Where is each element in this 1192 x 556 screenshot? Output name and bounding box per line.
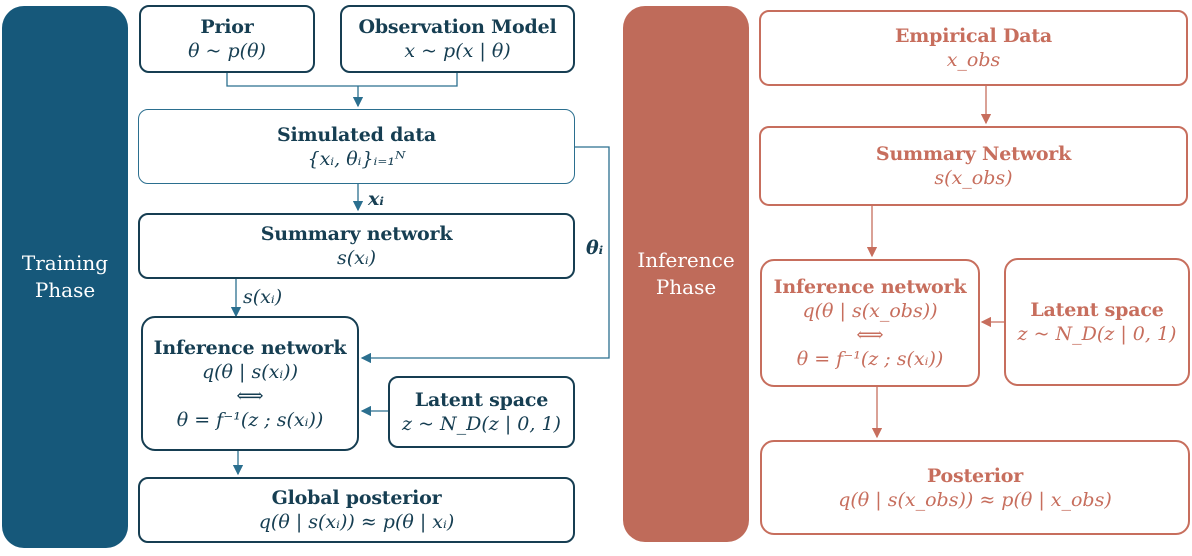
observation-model-box: Observation Model x ~ p(x | θ)	[340, 5, 575, 73]
global-posterior-math: q(θ | s(xᵢ)) ≈ p(θ | xᵢ)	[258, 511, 455, 533]
observation-model-math: x ~ p(x | θ)	[404, 40, 511, 62]
posterior-title: Posterior	[926, 464, 1024, 487]
empirical-data-box: Empirical Data x_obs	[759, 10, 1188, 86]
inference-network-equiv: ⟺	[236, 384, 264, 407]
observation-model-title: Observation Model	[358, 16, 557, 38]
inference-network-inf-line1: q(θ | s(x_obs))	[802, 300, 938, 322]
summary-network-inf-title: Summary Network	[875, 143, 1072, 165]
edge-theta-loop	[360, 146, 610, 364]
inference-network-box: Inference network q(θ | s(xᵢ)) ⟺ θ = f⁻¹…	[141, 316, 359, 451]
prior-box: Prior θ ~ p(θ)	[139, 5, 315, 73]
prior-title: Prior	[200, 16, 254, 38]
inference-network-inf-equiv: ⟺	[856, 324, 884, 346]
edge-label-x-i: xᵢ	[368, 188, 384, 210]
simulated-data-box: Simulated data {xᵢ, θᵢ}ᵢ₌₁ᴺ	[138, 109, 575, 184]
inference-network-line3: θ = f⁻¹(z ; s(xᵢ))	[176, 408, 324, 431]
inference-network-inf-title: Inference network	[773, 276, 967, 298]
simulated-data-math: {xᵢ, θᵢ}ᵢ₌₁ᴺ	[307, 147, 406, 170]
simulated-data-title: Simulated data	[276, 123, 437, 146]
edge-prior-merge	[226, 73, 458, 87]
training-phase-bar: Training Phase	[2, 6, 128, 548]
global-posterior-title: Global posterior	[271, 487, 442, 509]
summary-network-inf-math: s(x_obs)	[934, 167, 1013, 189]
inference-phase-bar: Inference Phase	[623, 6, 749, 542]
summary-network-box: Summary network s(xᵢ)	[138, 213, 575, 279]
latent-space-math: z ~ N_D(z | 0, 1)	[402, 413, 561, 435]
edge-label-theta-i: θᵢ	[586, 237, 604, 259]
latent-space-inf-title: Latent space	[1030, 299, 1164, 321]
empirical-data-math: x_obs	[946, 49, 1001, 71]
posterior-box: Posterior q(θ | s(x_obs)) ≈ p(θ | x_obs)	[760, 440, 1190, 535]
inference-network-line1: q(θ | s(xᵢ))	[201, 360, 299, 383]
latent-space-title: Latent space	[414, 389, 549, 411]
latent-space-inf-box: Latent space z ~ N_D(z | 0, 1)	[1004, 258, 1190, 386]
inference-network-inf-box: Inference network q(θ | s(x_obs)) ⟺ θ = …	[760, 259, 980, 387]
edge-label-s-x-i: s(xᵢ)	[243, 286, 283, 308]
global-posterior-box: Global posterior q(θ | s(xᵢ)) ≈ p(θ | xᵢ…	[138, 477, 575, 543]
empirical-data-title: Empirical Data	[894, 25, 1053, 47]
latent-space-box: Latent space z ~ N_D(z | 0, 1)	[388, 376, 575, 448]
prior-math: θ ~ p(θ)	[188, 40, 266, 62]
inference-network-inf-line3: θ = f⁻¹(z ; s(xᵢ))	[796, 348, 944, 370]
summary-network-math: s(xᵢ)	[336, 247, 377, 269]
inference-network-title: Inference network	[153, 336, 347, 359]
inference-phase-label: Inference Phase	[637, 248, 735, 299]
training-phase-label: Training Phase	[21, 251, 109, 302]
summary-network-inf-box: Summary Network s(x_obs)	[759, 126, 1188, 206]
summary-network-title: Summary network	[260, 223, 453, 245]
latent-space-inf-math: z ~ N_D(z | 0, 1)	[1017, 323, 1177, 345]
posterior-math: q(θ | s(x_obs)) ≈ p(θ | x_obs)	[838, 488, 1112, 511]
